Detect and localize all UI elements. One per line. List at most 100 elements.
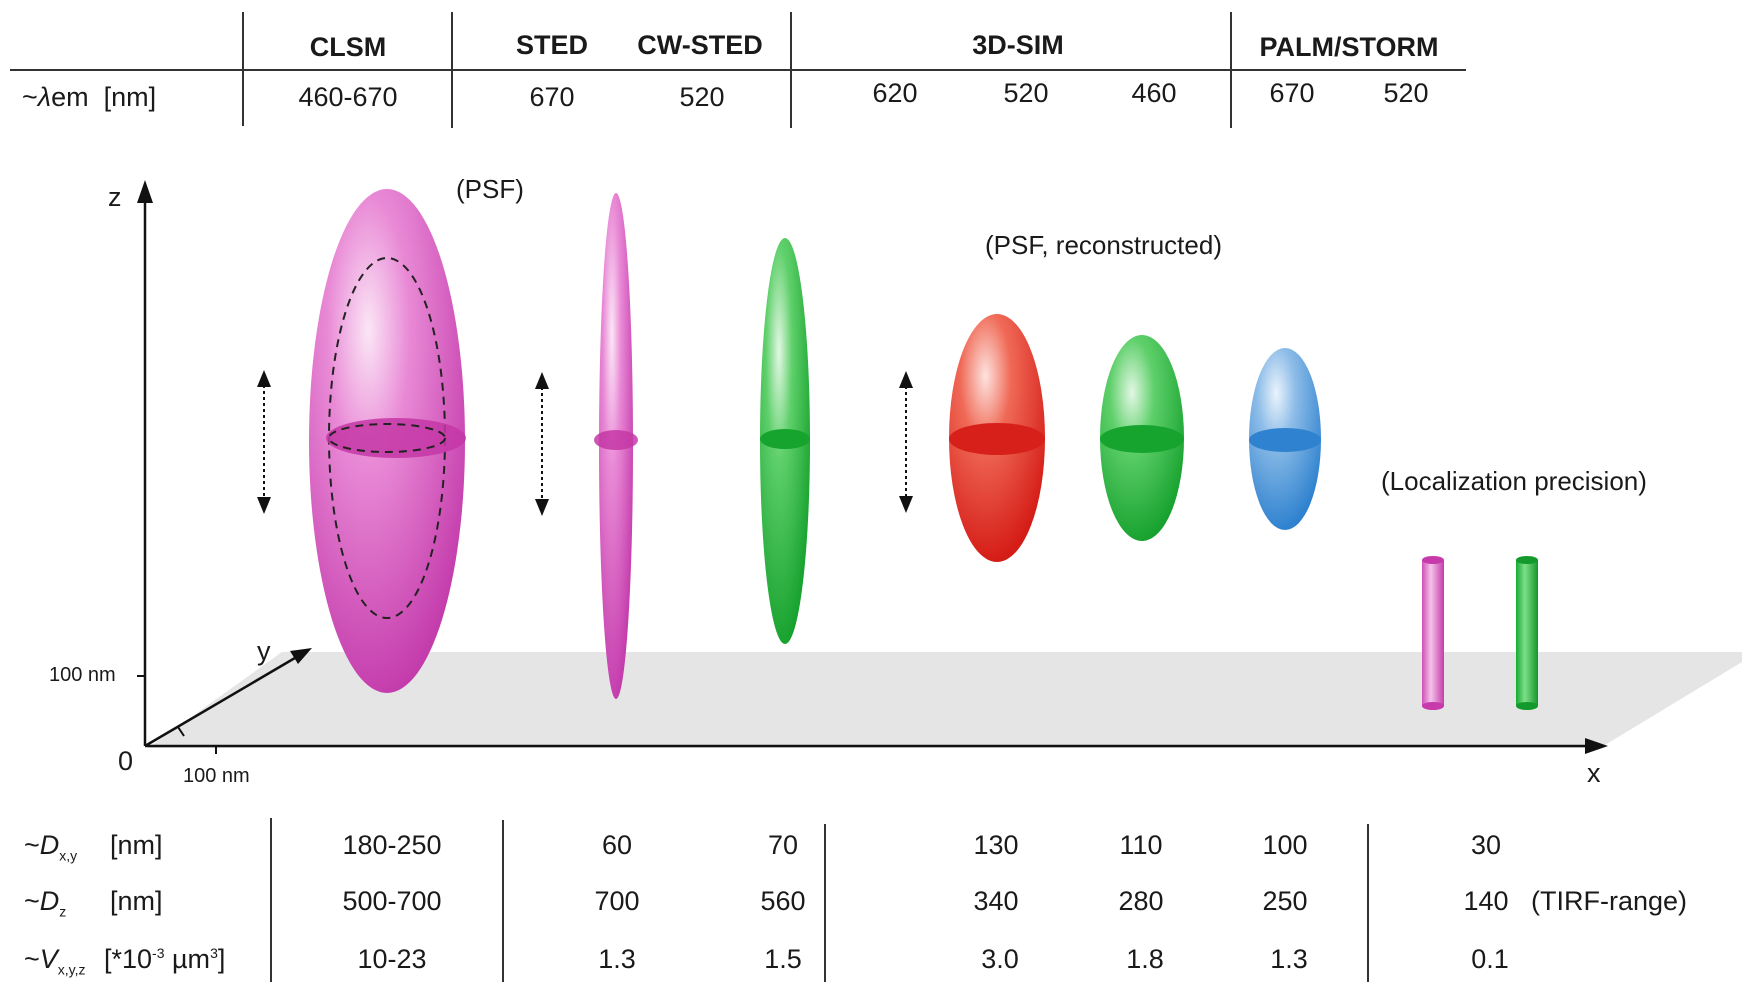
- label-symbol: λ: [37, 82, 52, 112]
- header-rule: [10, 69, 1466, 71]
- label-sub: x,y,z: [57, 961, 86, 978]
- origin-label: 0: [118, 746, 134, 776]
- z-scale-label: 100 nm: [49, 664, 116, 686]
- wavelength-clsm: 460-670: [298, 82, 398, 112]
- col-header-sted: STED: [515, 30, 589, 60]
- cw-sted-psf-cross-section: [760, 429, 810, 449]
- row-vxyz-label: ~Vx,y,z: [24, 944, 86, 978]
- col-header-palm-storm: PALM/STORM: [1259, 32, 1439, 62]
- label-symbol: D: [39, 830, 60, 860]
- col-header-clsm: CLSM: [309, 32, 387, 62]
- row-dxy-sted: 60: [601, 830, 633, 860]
- label-prefix: ~: [24, 830, 40, 860]
- wavelength-row-label: ~λem [nm]: [22, 84, 156, 111]
- unit-cube: 3: [210, 945, 218, 961]
- y-axis-label: y: [257, 636, 271, 666]
- row-dxy-unit: [nm]: [110, 830, 163, 860]
- header-divider-3: [790, 12, 792, 128]
- unit-post: ]: [217, 944, 226, 974]
- palm-green-cylinder: [1516, 560, 1538, 706]
- palm-magenta-cylinder: [1422, 560, 1444, 706]
- col-header-cw-sted: CW-STED: [637, 30, 763, 60]
- unit-exponent: -3: [152, 945, 165, 961]
- psf-annotation: (PSF): [456, 174, 524, 204]
- row-dxy-palm: 30: [1470, 830, 1502, 860]
- unit-pre: [*10: [104, 944, 153, 974]
- header-divider-2: [451, 12, 453, 128]
- row-dz-palm: 140: [1463, 886, 1509, 916]
- sim-focus-arrow: [899, 371, 913, 513]
- sted-psf-cross-section: [594, 430, 638, 450]
- header-divider-1: [242, 12, 244, 126]
- label-sub: z: [59, 903, 67, 920]
- palm-green-cylinder-bottom: [1516, 702, 1538, 710]
- table-divider-4: [1367, 824, 1369, 982]
- wavelength-sim-red: 620: [872, 78, 918, 108]
- row-dz-sim-red: 340: [973, 886, 1019, 916]
- row-dz-clsm: 500-700: [342, 886, 442, 916]
- row-vxyz-sim-red: 3.0: [981, 944, 1019, 974]
- localization-annotation: (Localization precision): [1381, 466, 1647, 496]
- sted-focus-arrow: [535, 372, 549, 516]
- row-dxy-label: ~Dx,y: [24, 830, 78, 864]
- row-dz-tirf-note: (TIRF-range): [1531, 886, 1688, 916]
- psf-reconstructed-annotation: (PSF, reconstructed): [985, 230, 1222, 260]
- label-sub: x,y: [59, 847, 78, 864]
- table-divider-1: [270, 818, 272, 982]
- row-vxyz-cw-sted: 1.5: [764, 944, 802, 974]
- wavelength-cw-sted: 520: [679, 82, 725, 112]
- wavelength-palm-green: 520: [1383, 78, 1429, 108]
- row-dz-sim-blue: 250: [1262, 886, 1308, 916]
- row-dz-label: ~Dz: [24, 886, 67, 920]
- col-header-3d-sim: 3D-SIM: [972, 30, 1064, 60]
- x-scale-label: 100 nm: [183, 765, 250, 787]
- wavelength-palm-magenta: 670: [1269, 78, 1315, 108]
- row-vxyz-palm: 0.1: [1471, 944, 1509, 974]
- x-axis-label: x: [1587, 758, 1601, 788]
- label-prefix: ~: [22, 82, 38, 112]
- row-vxyz-sim-blue: 1.3: [1270, 944, 1308, 974]
- floor-plane: [148, 652, 1742, 748]
- label-prefix: ~: [24, 944, 40, 974]
- wavelength-sted: 670: [529, 82, 575, 112]
- palm-green-cylinder-top: [1516, 556, 1538, 564]
- table-divider-3: [824, 824, 826, 982]
- row-dxy-cw-sted: 70: [767, 830, 799, 860]
- row-dz-sted: 700: [594, 886, 640, 916]
- label-symbol: D: [39, 886, 60, 916]
- row-dz-cw-sted: 560: [760, 886, 806, 916]
- row-vxyz-sted: 1.3: [598, 944, 636, 974]
- y-scale-tick: [177, 726, 185, 737]
- row-dxy-clsm: 180-250: [342, 830, 442, 860]
- row-vxyz-clsm: 10-23: [357, 944, 427, 974]
- palm-magenta-cylinder-top: [1422, 556, 1444, 564]
- header-divider-4: [1230, 12, 1232, 128]
- clsm-inner-dashed-section: [328, 423, 446, 453]
- y-axis: [144, 653, 301, 748]
- sim-green-psf-cross-section: [1100, 425, 1184, 453]
- row-dxy-sim-blue: 100: [1262, 830, 1308, 860]
- x-axis-arrowhead: [1585, 738, 1608, 754]
- y-axis-arrowhead: [290, 648, 312, 664]
- unit-mid: µm: [164, 944, 211, 974]
- sim-blue-psf-cross-section: [1249, 428, 1321, 452]
- z-axis-arrowhead: [137, 180, 153, 203]
- palm-magenta-cylinder-bottom: [1422, 702, 1444, 710]
- wavelength-sim-blue: 460: [1131, 78, 1177, 108]
- row-dz-sim-green: 280: [1118, 886, 1164, 916]
- row-dxy-sim-red: 130: [973, 830, 1019, 860]
- label-sub: em: [51, 82, 89, 112]
- row-dz-unit: [nm]: [110, 886, 163, 916]
- table-divider-2: [502, 820, 504, 982]
- label-unit: [nm]: [103, 82, 157, 112]
- row-vxyz-unit: [*10-3 µm3]: [104, 946, 225, 973]
- wavelength-sim-green: 520: [1003, 78, 1049, 108]
- z-axis-label: z: [108, 182, 122, 212]
- sim-red-psf-cross-section: [949, 423, 1045, 455]
- row-vxyz-sim-green: 1.8: [1126, 944, 1164, 974]
- label-symbol: V: [39, 944, 58, 974]
- clsm-focus-arrow: [257, 370, 271, 514]
- row-dxy-sim-green: 110: [1119, 830, 1163, 860]
- label-prefix: ~: [24, 886, 40, 916]
